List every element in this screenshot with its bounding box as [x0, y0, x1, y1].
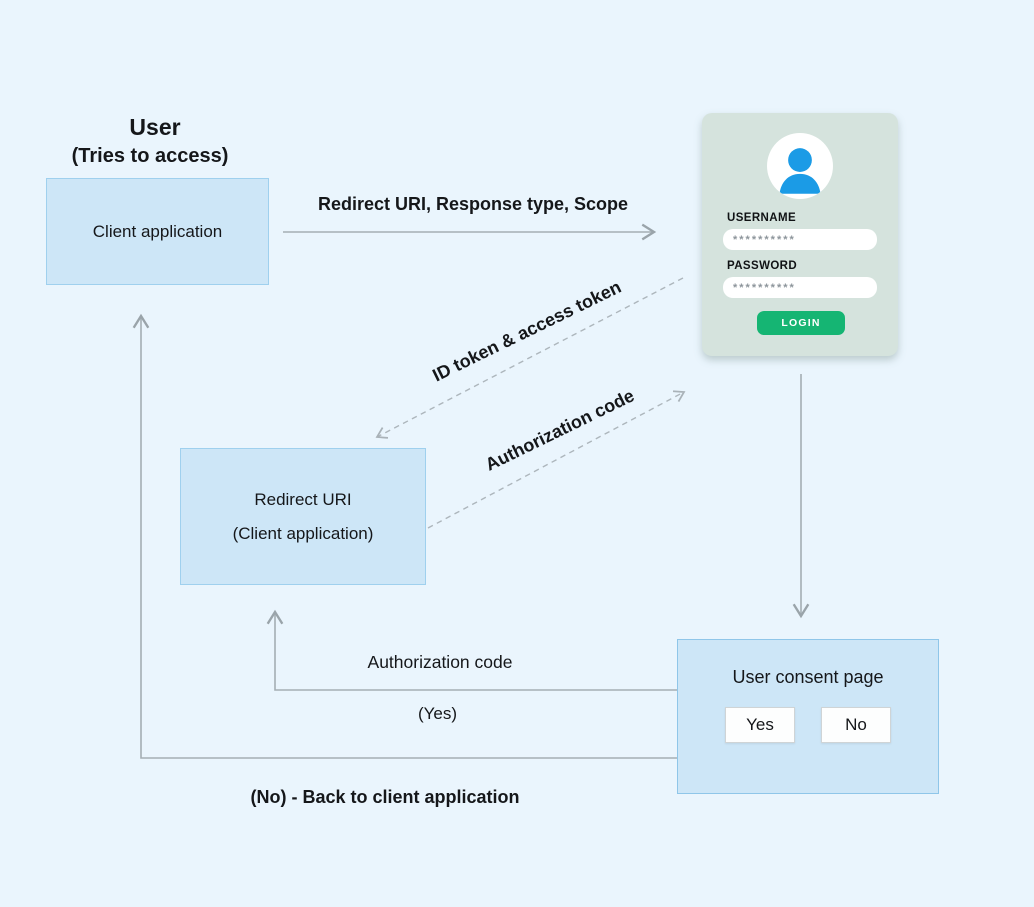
- user-avatar-icon: [767, 133, 833, 199]
- yes-edge-label: (Yes): [417, 704, 458, 723]
- consent-buttons: Yes No: [725, 707, 891, 743]
- username-input[interactable]: [723, 229, 877, 250]
- auth-code-dashed-label: Authorization code: [482, 385, 638, 475]
- username-label: USERNAME: [727, 212, 797, 224]
- arrow-yes-auth-code: [266, 609, 677, 691]
- arrow-auth-code-dashed: [427, 390, 686, 529]
- user-consent-box: User consent page Yes No: [677, 639, 939, 794]
- login-card: USERNAME PASSWORD LOGIN: [702, 113, 898, 356]
- user-subtitle: (Tries to access): [71, 145, 229, 167]
- id-token-edge-label: ID token & access token: [429, 276, 625, 386]
- redirect-uri-box: Redirect URI (Client application): [180, 448, 426, 585]
- password-label: PASSWORD: [727, 260, 798, 272]
- consent-yes-button[interactable]: Yes: [725, 707, 795, 743]
- user-title: User: [129, 114, 181, 140]
- redirect-uri-line2: (Client application): [232, 523, 374, 543]
- consent-title: User consent page: [732, 667, 884, 687]
- arrow-id-token-dashed: [375, 277, 684, 439]
- client-application-label: Client application: [92, 221, 223, 241]
- request-edge-label: Redirect URI, Response type, Scope: [317, 194, 629, 214]
- client-application-box: Client application: [46, 178, 269, 285]
- password-input[interactable]: [723, 277, 877, 298]
- consent-no-button[interactable]: No: [821, 707, 891, 743]
- redirect-uri-line1: Redirect URI: [254, 489, 352, 509]
- auth-code-bottom-label: Authorization code: [367, 652, 513, 672]
- no-edge-label: (No) - Back to client application: [250, 787, 520, 807]
- login-button[interactable]: LOGIN: [757, 311, 845, 335]
